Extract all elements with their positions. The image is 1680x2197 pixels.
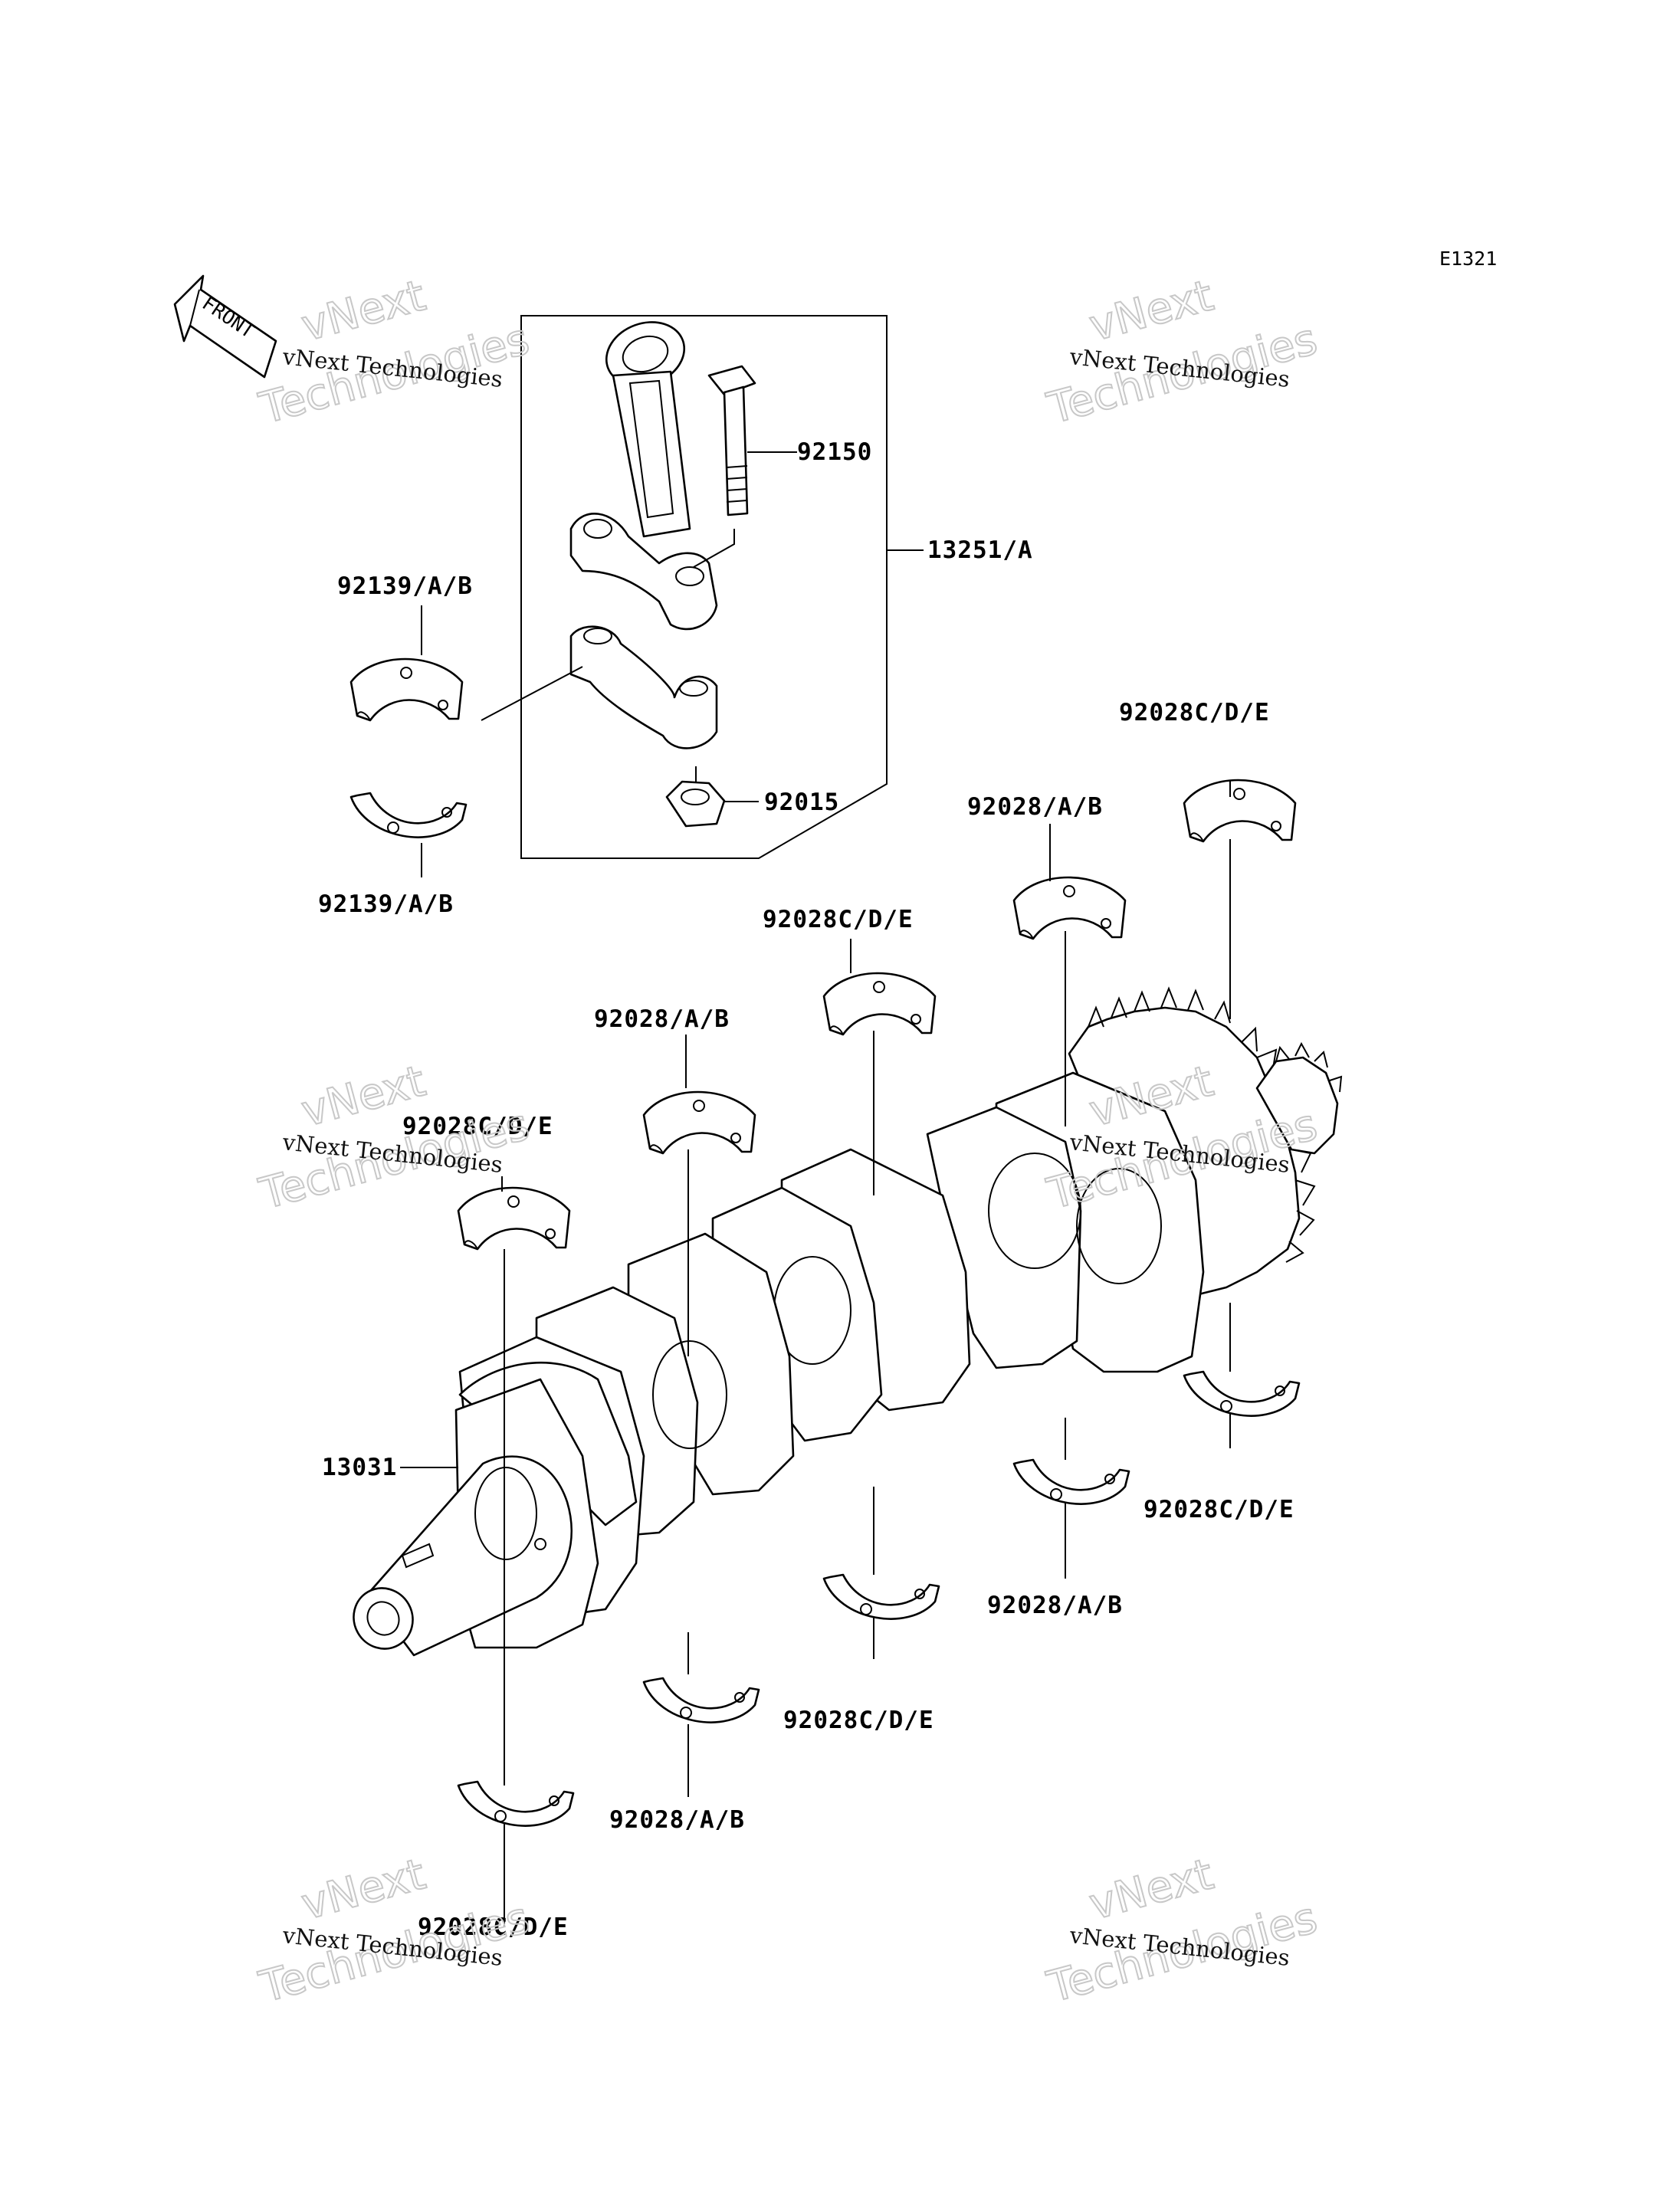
watermark-vnext: vNext xyxy=(297,1849,431,1930)
conrod-nut xyxy=(665,780,726,828)
main-bearing-upper-2 xyxy=(642,1090,756,1155)
connecting-rod xyxy=(569,321,718,631)
main-bearing-upper-1 xyxy=(457,1186,571,1251)
watermark-bottom-right: vNext Technologies xyxy=(1042,1848,1323,2013)
main-bearing-upper-5 xyxy=(1183,779,1297,843)
label-92028-a-b-m2: 92028/A/B xyxy=(609,1806,745,1834)
watermark-vnext: vNext xyxy=(1084,1849,1219,1930)
front-arrow-icon: FRONT xyxy=(173,274,277,379)
watermark-top-right: vNext Technologies xyxy=(1042,270,1323,434)
conrod-bearing-upper xyxy=(349,657,464,722)
label-92028-a-b-r1: 92028/A/B xyxy=(967,793,1103,821)
label-92028c-d-e-m2: 92028C/D/E xyxy=(783,1707,934,1734)
watermark-vnext: vNext xyxy=(1084,271,1219,351)
main-bearing-lower-1 xyxy=(457,1780,575,1827)
watermark-top-left: vNext Technologies xyxy=(254,270,535,434)
label-92150: 92150 xyxy=(797,438,872,466)
watermark-bottom-left: vNext Technologies xyxy=(254,1848,535,2013)
conrod-assembly-box xyxy=(520,315,888,859)
main-bearing-upper-3 xyxy=(822,972,937,1036)
label-92139-a-b-bottom: 92139/A/B xyxy=(318,890,454,918)
label-92028-a-b-r2: 92028/A/B xyxy=(987,1592,1123,1619)
label-92028c-d-e-r1: 92028C/D/E xyxy=(1119,699,1270,726)
connecting-rod-cap xyxy=(569,625,718,749)
main-bearing-lower-5 xyxy=(1183,1370,1301,1417)
label-92028c-d-e-l2: 92028C/D/E xyxy=(418,1913,569,1941)
label-92028c-d-e-l1: 92028C/D/E xyxy=(402,1113,553,1140)
main-bearing-upper-4 xyxy=(1012,876,1127,940)
conrod-bolt xyxy=(707,365,756,516)
label-92015: 92015 xyxy=(764,789,839,816)
watermark-vnext: vNext xyxy=(297,271,431,351)
main-bearing-lower-2 xyxy=(642,1677,760,1723)
label-13031: 13031 xyxy=(322,1454,397,1481)
crankshaft xyxy=(353,986,1343,1657)
main-bearing-lower-3 xyxy=(822,1573,940,1620)
label-92139-a-b-top: 92139/A/B xyxy=(337,572,473,600)
label-13251-a: 13251/A xyxy=(927,536,1033,564)
label-92028c-d-e-m1: 92028C/D/E xyxy=(763,906,914,933)
label-92028-a-b-m1: 92028/A/B xyxy=(594,1005,730,1033)
conrod-bearing-lower xyxy=(349,792,468,838)
diagram-code: E1321 xyxy=(1439,248,1497,270)
label-92028c-d-e-r2: 92028C/D/E xyxy=(1144,1496,1294,1523)
main-bearing-lower-4 xyxy=(1012,1458,1130,1505)
